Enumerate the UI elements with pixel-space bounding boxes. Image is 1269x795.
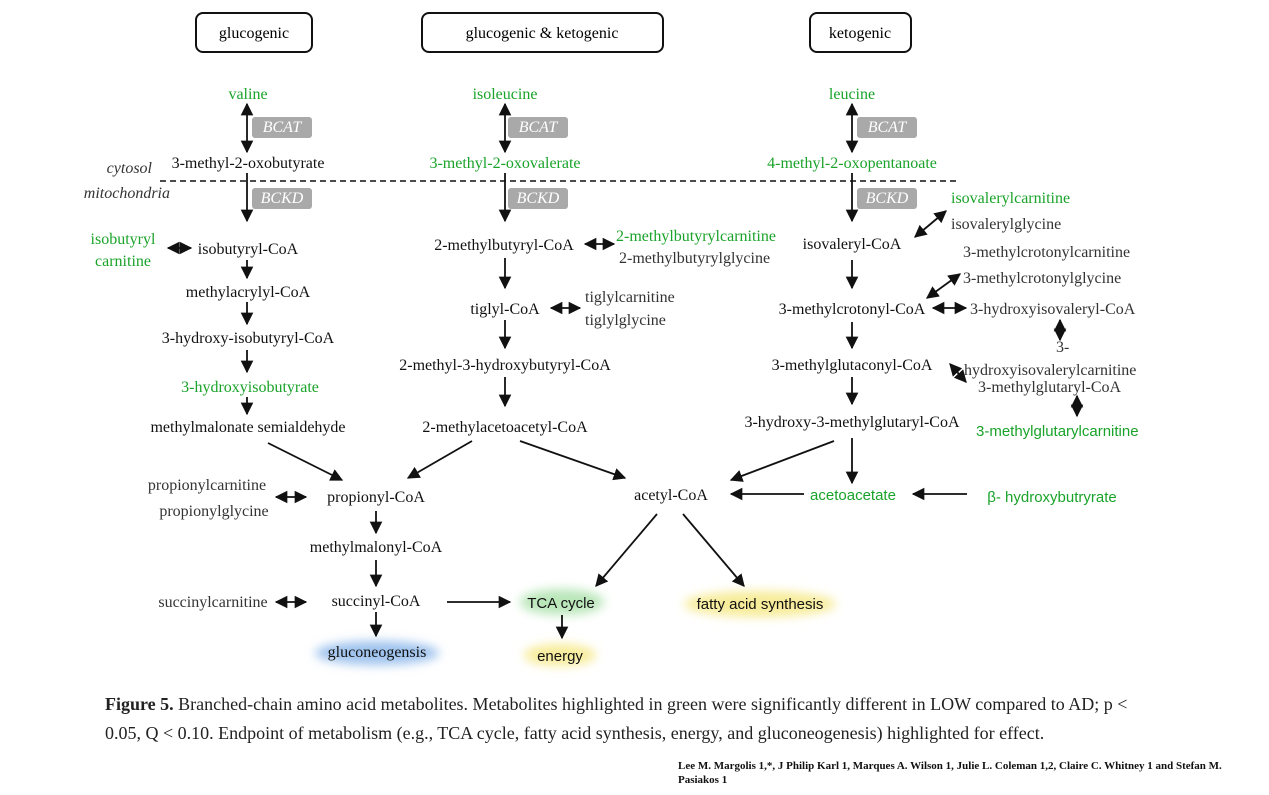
author-list: Lee M. Margolis 1,*, J Philip Karl 1, Ma…	[678, 760, 1222, 786]
methyl-hydroxybutyryl-coa-label: 2-methyl-3-hydroxybutyryl-CoA	[399, 357, 611, 374]
isoleucine-label: isoleucine	[473, 86, 538, 103]
methylglutaryl-coa-label: 3-methylglutaryl-CoA	[978, 379, 1122, 396]
hydroxyisovaleryl-coa-label: 3-hydroxyisovaleryl-CoA	[970, 301, 1136, 318]
tca-cycle-label: TCA cycle	[527, 595, 595, 612]
valine-label: valine	[228, 86, 267, 103]
hydroxyisobutyrate-label: 3-hydroxyisobutyrate	[181, 379, 319, 396]
gluconeogenesis-highlight	[315, 641, 439, 665]
isobutyryl-carnitine-label-2: carnitine	[95, 253, 151, 270]
caption-label: Figure 5.	[105, 694, 174, 714]
methylacrylyl-coa-label: methylacrylyl-CoA	[186, 284, 311, 301]
bcat-box-valine	[252, 117, 312, 138]
propionylcarnitine-label: propionylcarnitine	[148, 477, 266, 494]
acetyl-coa-label: acetyl-CoA	[634, 487, 708, 504]
cytosol-label: cytosol	[107, 160, 153, 177]
energy-highlight	[524, 644, 596, 666]
bckd-label-leucine: BCKD	[866, 190, 909, 207]
fatty-acid-synthesis-label: fatty acid synthesis	[697, 596, 824, 613]
methylmalonate-semialdehyde-label: methylmalonate semialdehyde	[150, 419, 345, 436]
methylbutyrylglycine-label: 2-methylbutyrylglycine	[619, 250, 770, 267]
methylcrotonylcarnitine-label: 3-methylcrotonylcarnitine	[963, 244, 1130, 261]
bcat-box-isoleucine	[508, 117, 568, 138]
succinylcarnitine-label: succinylcarnitine	[158, 594, 267, 611]
bckd-label-valine: BCKD	[261, 190, 304, 207]
hmg-coa-label: 3-hydroxy-3-methylglutaryl-CoA	[744, 414, 960, 431]
bcat-label-isoleucine: BCAT	[519, 119, 559, 136]
propionylglycine-label: propionylglycine	[159, 503, 268, 520]
hydroxyisovalerylcarnitine-label-1: 3-	[1056, 339, 1069, 356]
methylbutyryl-coa-label: 2-methylbutyryl-CoA	[434, 237, 574, 254]
propionyl-coa-label: propionyl-CoA	[327, 489, 425, 506]
acetoacetate-label: acetoacetate	[810, 487, 896, 504]
fatty-acid-highlight	[684, 591, 836, 617]
isovalerylglycine-label: isovalerylglycine	[951, 216, 1061, 233]
bckd-box-leucine	[857, 188, 917, 209]
caption-text: Branched-chain amino acid metabolites. M…	[105, 694, 1128, 743]
methylacetoacetyl-coa-label: 2-methylacetoacetyl-CoA	[422, 419, 588, 436]
bcat-label-valine: BCAT	[263, 119, 303, 136]
header-ketogenic: ketogenic	[809, 12, 912, 53]
hydroxyisovalerylcarnitine-label-2: hydroxyisovalerylcarnitine	[964, 362, 1136, 379]
bckd-label-isoleucine: BCKD	[517, 190, 560, 207]
methylbutyrylcarnitine-label: 2-methylbutyrylcarnitine	[616, 228, 776, 245]
bckd-box-isoleucine	[508, 188, 568, 209]
figure-caption: Figure 5. Branched-chain amino acid meta…	[105, 690, 1165, 748]
methylcrotonylglycine-label: 3-methylcrotonylglycine	[963, 270, 1121, 287]
hydroxybutyrate-label: β- hydroxybutryrate	[987, 489, 1117, 506]
succinyl-coa-label: succinyl-CoA	[332, 593, 421, 610]
tca-highlight	[520, 589, 604, 615]
gluconeogenesis-label: gluconeogensis	[328, 644, 427, 661]
methylcrotonyl-coa-label: 3-methylcrotonyl-CoA	[779, 301, 926, 318]
isobutyryl-coa-label: isobutyryl-CoA	[198, 241, 299, 258]
isoleucine-keto-acid-label: 3-methyl-2-oxovalerate	[429, 155, 580, 172]
pathway-arrows	[166, 102, 1084, 640]
bcat-label-leucine: BCAT	[868, 119, 908, 136]
leucine-keto-acid-label: 4-methyl-2-oxopentanoate	[767, 155, 937, 172]
leucine-label: leucine	[829, 86, 875, 103]
bcat-box-leucine	[857, 117, 917, 138]
header-ketogenic-label: ketogenic	[829, 25, 891, 42]
valine-keto-acid-label: 3-methyl-2-oxobutyrate	[172, 155, 325, 172]
energy-label: energy	[537, 648, 583, 665]
tiglylcarnitine-label: tiglylcarnitine	[585, 289, 675, 306]
header-glucogenic-ketogenic: glucogenic & ketogenic	[421, 12, 664, 53]
header-glucogenic-label: glucogenic	[219, 25, 289, 42]
tiglylglycine-label: tiglylglycine	[585, 312, 666, 329]
tiglyl-coa-label: tiglyl-CoA	[470, 301, 540, 318]
methylglutarylcarnitine-label: 3-methylglutarylcarnitine	[976, 423, 1139, 440]
methylmalonyl-coa-label: methylmalonyl-CoA	[310, 539, 443, 556]
bckd-box-valine	[252, 188, 312, 209]
isobutyryl-carnitine-label-1: isobutyryl	[91, 231, 156, 248]
header-glucogenic: glucogenic	[195, 12, 313, 53]
isovalerylcarnitine-label: isovalerylcarnitine	[951, 190, 1070, 207]
methylglutaconyl-coa-label: 3-methylglutaconyl-CoA	[772, 357, 933, 374]
hydroxy-isobutyryl-coa-label: 3-hydroxy-isobutyryl-CoA	[162, 330, 335, 347]
isovaleryl-coa-label: isovaleryl-CoA	[803, 236, 902, 253]
mitochondria-label: mitochondria	[84, 185, 170, 202]
header-both-label: glucogenic & ketogenic	[466, 25, 619, 42]
